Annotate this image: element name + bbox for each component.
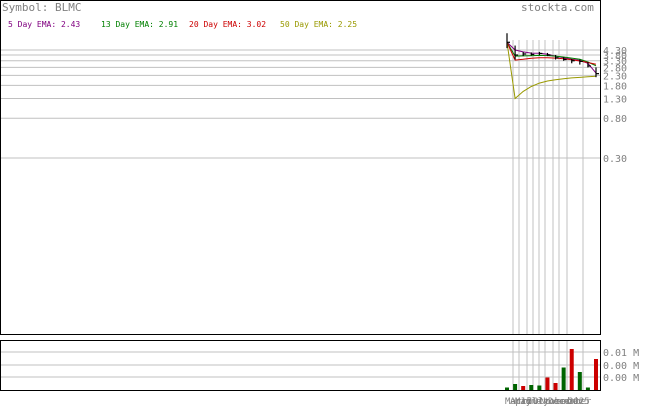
date-tick-label: December xyxy=(548,397,592,406)
volume-axis-labels: 0.01 M 0.00 M0.00 M xyxy=(603,348,639,384)
volume-bar xyxy=(585,387,590,390)
price-tick-label: 3.80 xyxy=(603,51,627,62)
date-tick-label: October xyxy=(533,397,572,406)
volume-bar xyxy=(553,383,558,390)
volume-tick-label: 0.01 M xyxy=(603,348,639,359)
volume-panel-frame xyxy=(0,340,601,391)
volume-bar xyxy=(521,386,526,390)
symbol-label: Symbol: BLMC xyxy=(2,1,81,14)
price-tick-label: 3.30 xyxy=(603,57,627,68)
watermark: stockta.com xyxy=(521,1,594,14)
date-tick-label: May xyxy=(515,397,532,406)
legend-50-day-ema: 50 Day EMA: 2.25 xyxy=(280,20,357,29)
volume-bar xyxy=(594,359,598,390)
price-bars xyxy=(506,33,599,78)
date-tick-label: November xyxy=(540,397,584,406)
date-tick-label: July xyxy=(527,397,549,406)
ema-line-50-day-ema xyxy=(506,42,597,100)
date-axis-labels: MarchAprilMayJuneJulyOctoberNovemberDece… xyxy=(505,397,592,406)
volume-bar xyxy=(505,387,509,390)
price-grid xyxy=(1,49,600,159)
price-tick-label: 2.30 xyxy=(603,71,627,82)
date-tick-label: April xyxy=(510,397,537,406)
volume-bar xyxy=(577,372,582,390)
volume-bar xyxy=(569,349,574,390)
date-tick-label: March xyxy=(505,397,532,406)
price-tick-label: 0.30 xyxy=(603,154,627,165)
price-tick-label: 4.30 xyxy=(603,46,627,57)
price-tick-label: 0.80 xyxy=(603,114,627,125)
volume-bar xyxy=(529,385,534,390)
volume-tick-label: 0.00 M xyxy=(603,373,639,384)
date-tick-label: June xyxy=(520,397,542,406)
price-tick-label: 1.80 xyxy=(603,81,627,92)
volume-bar xyxy=(545,377,550,390)
volume-bar xyxy=(537,385,542,390)
legend-5-day-ema: 5 Day EMA: 2.43 xyxy=(8,20,80,29)
volume-tick-label: 0.00 M xyxy=(603,361,639,372)
volume-bar xyxy=(561,367,566,390)
price-panel-frame xyxy=(0,0,601,335)
legend-13-day-ema: 13 Day EMA: 2.91 xyxy=(101,20,178,29)
volume-grid xyxy=(1,351,600,378)
date-gridlines xyxy=(512,40,584,390)
volume-bar xyxy=(513,384,518,390)
volume-bars xyxy=(505,349,598,390)
price-axis-labels: 4.303.803.302.802.301.80 1.30 0.80 0.30 xyxy=(603,46,627,165)
legend-20-day-ema: 20 Day EMA: 3.02 xyxy=(189,20,266,29)
price-tick-label: 1.30 xyxy=(603,95,627,106)
price-tick-label: 2.80 xyxy=(603,63,627,74)
date-tick-label: 2025 xyxy=(568,397,590,406)
ema-line-13-day-ema xyxy=(506,42,597,67)
